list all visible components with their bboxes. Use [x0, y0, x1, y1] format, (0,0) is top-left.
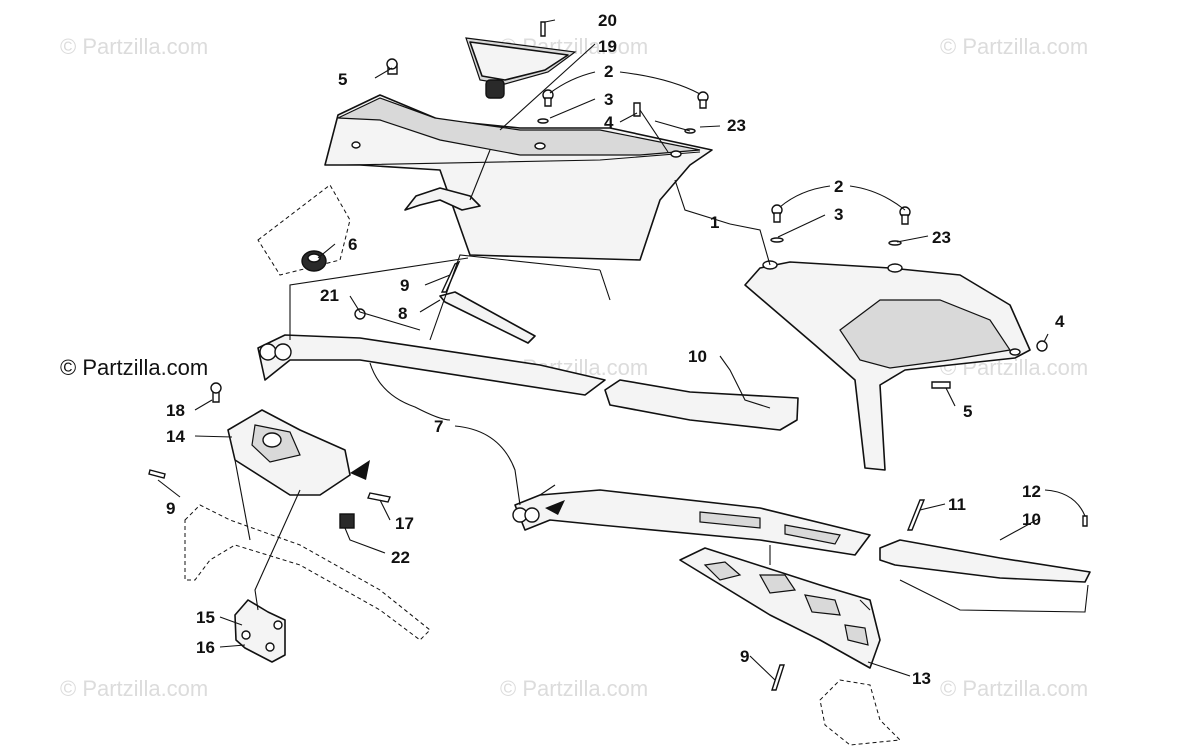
callout-13: 13 — [912, 669, 931, 688]
console-panel-part — [324, 94, 713, 261]
callout-18: 18 — [166, 401, 185, 420]
callout-6: 6 — [348, 235, 357, 254]
callout-3: 3 — [604, 90, 613, 109]
callout-10: 10 — [688, 347, 707, 366]
frame-ghost-outline — [184, 504, 431, 641]
watermark: © Partzilla.com — [940, 34, 1089, 59]
callout-4: 4 — [604, 113, 614, 132]
callout-5: 5 — [338, 70, 347, 89]
callout-9: 9 — [400, 276, 409, 295]
light-housing-part — [465, 37, 577, 99]
callout-7: 7 — [434, 417, 443, 436]
lower-ghost-outline — [819, 679, 902, 746]
side-panel-part — [744, 260, 1031, 471]
mount-plate-part — [234, 599, 286, 663]
watermark: © Partzilla.com — [500, 676, 649, 701]
callout-1: 1 — [710, 213, 719, 232]
ghost-outline — [257, 184, 351, 276]
rail-bracket-part — [439, 291, 536, 344]
console-bracket-part — [404, 187, 481, 211]
lower-rail-part — [512, 489, 871, 556]
callout-22: 22 — [391, 548, 410, 567]
callout-16: 16 — [196, 638, 215, 657]
callout-17: 17 — [395, 514, 414, 533]
callout-15: 15 — [196, 608, 215, 627]
callout-2: 2 — [604, 62, 613, 81]
callout-14: 14 — [166, 427, 185, 446]
callout-9: 9 — [166, 499, 175, 518]
callout-4: 4 — [1055, 312, 1065, 331]
callout-21: 21 — [320, 286, 339, 305]
callout-20: 20 — [598, 11, 617, 30]
footrest-plate-part — [679, 547, 881, 669]
callout-9: 9 — [740, 647, 749, 666]
direction-arrow — [350, 460, 370, 480]
watermark: © Partzilla.com — [60, 676, 209, 701]
callout-11: 11 — [948, 495, 966, 514]
callout-10: 10 — [1022, 510, 1041, 529]
watermark: © Partzilla.com — [60, 34, 209, 59]
callout-3: 3 — [834, 205, 843, 224]
direction-arrow — [545, 500, 565, 515]
mount-bracket-part — [227, 409, 351, 496]
callout-5: 5 — [963, 402, 972, 421]
upper-rail-part — [257, 334, 606, 396]
watermark-prominent: © Partzilla.com — [60, 355, 209, 380]
leader-lines — [157, 19, 1089, 681]
rail-extension-upper-part — [604, 379, 799, 431]
callout-2: 2 — [834, 177, 843, 196]
rail-extension-lower-part — [879, 539, 1091, 583]
callout-8: 8 — [398, 304, 407, 323]
callout-23: 23 — [727, 116, 746, 135]
callout-23: 23 — [932, 228, 951, 247]
clip-part — [339, 513, 355, 529]
callout-19: 19 — [598, 37, 617, 56]
callout-12: 12 — [1022, 482, 1041, 501]
watermark: © Partzilla.com — [940, 676, 1089, 701]
